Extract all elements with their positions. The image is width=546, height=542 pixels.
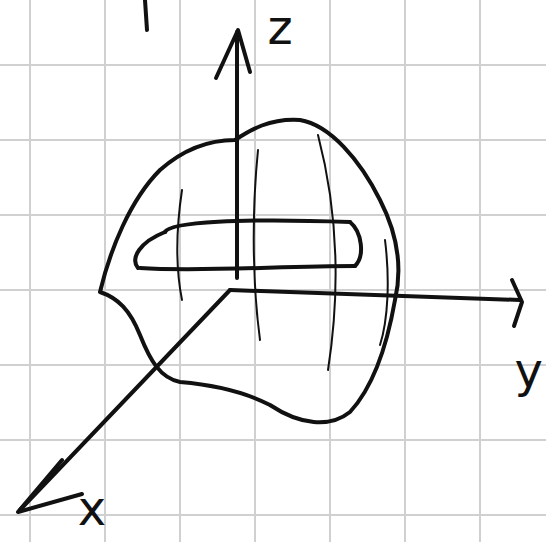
- surface-meridian: [254, 150, 260, 340]
- y-arrowhead: [512, 280, 522, 326]
- z-arrowhead: [216, 30, 250, 78]
- surface-meridian: [318, 135, 335, 370]
- z-axis: [235, 32, 239, 278]
- surface-band: [350, 222, 361, 266]
- y-axis: [230, 290, 520, 300]
- surface-band: [165, 220, 350, 232]
- x-arrowhead: [18, 460, 82, 512]
- x-axis: [20, 290, 230, 510]
- stroke-mark: [145, 0, 147, 30]
- z-axis-label: z: [267, 3, 292, 51]
- surface-band: [135, 232, 165, 268]
- x-axis-label: x: [78, 484, 106, 532]
- surface-meridian: [178, 190, 183, 300]
- surface-meridian: [380, 240, 388, 345]
- surface-band: [140, 266, 355, 269]
- y-axis-label: y: [515, 346, 543, 394]
